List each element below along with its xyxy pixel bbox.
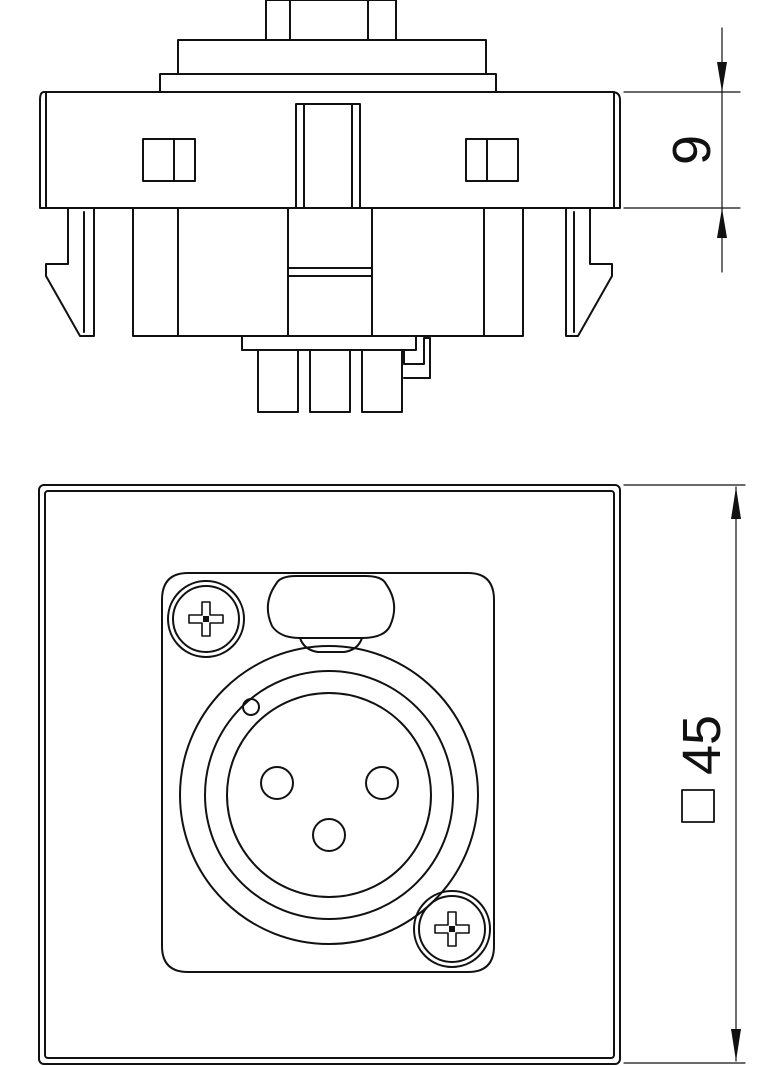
square-symbol-icon — [681, 789, 715, 823]
middle-flange — [159, 73, 497, 93]
rear-pins — [241, 335, 431, 413]
socket-outer-ring — [179, 645, 479, 945]
socket-key-notch — [242, 698, 260, 716]
front-frame — [38, 484, 621, 1065]
lower-housing — [132, 207, 524, 337]
top-connector-stub — [265, 0, 397, 41]
front-view: 45 — [38, 484, 746, 1065]
latch-button — [266, 575, 396, 653]
left-snap-leg — [45, 207, 95, 337]
center-latch — [295, 103, 361, 209]
right-clip-window — [465, 138, 519, 182]
connector-plate — [161, 572, 495, 973]
frame-body — [39, 91, 621, 209]
bottom-right-screw-icon — [413, 890, 491, 968]
pin-hole-3 — [312, 818, 346, 852]
socket-face — [226, 692, 432, 898]
square-dimension-value: 45 — [672, 715, 732, 775]
pin-hole-2 — [365, 766, 399, 800]
height-dimension-value: 9 — [662, 135, 722, 165]
left-clip-window — [142, 138, 196, 182]
upper-flange — [177, 39, 487, 75]
side-view: 9 — [39, 0, 741, 413]
height-dimension: 9 — [623, 27, 741, 273]
socket-middle-ring — [204, 670, 454, 920]
top-left-screw-icon — [167, 580, 245, 658]
square-dimension: 45 — [623, 484, 746, 1064]
pin-hole-1 — [260, 766, 294, 800]
right-snap-leg — [565, 207, 613, 337]
